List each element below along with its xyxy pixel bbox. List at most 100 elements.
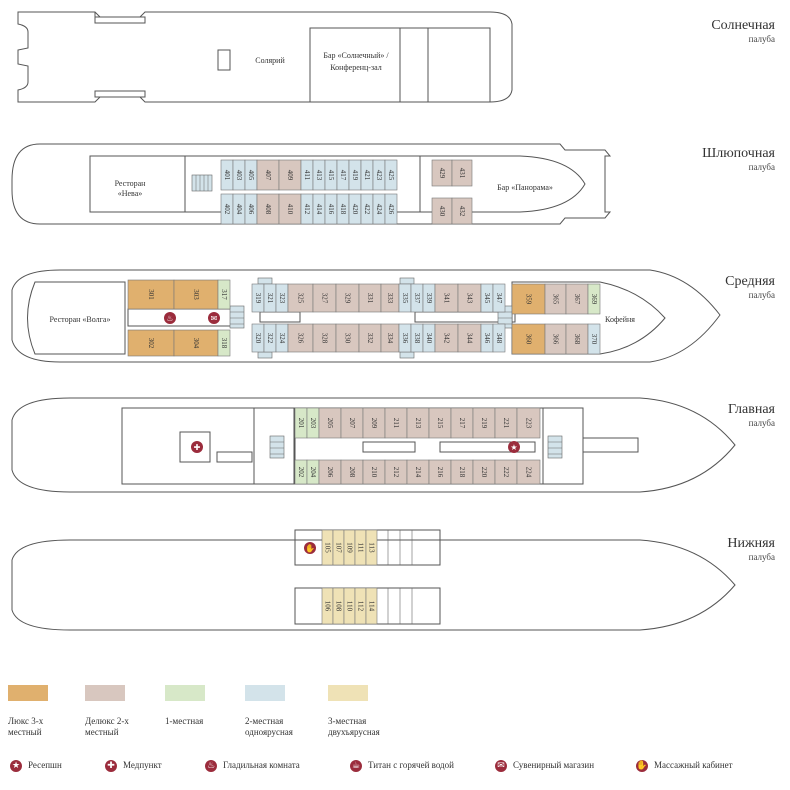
cabin-423[interactable]: 423 (372, 159, 386, 191)
cabin-421[interactable]: 421 (360, 159, 374, 191)
cabin-424[interactable]: 424 (372, 193, 386, 225)
cabin-208[interactable]: 208 (340, 459, 364, 485)
cabin-431[interactable]: 431 (451, 159, 473, 187)
cabin-211[interactable]: 211 (384, 407, 408, 439)
cabin-331[interactable]: 331 (358, 283, 382, 313)
cabin-359[interactable]: 359 (511, 283, 546, 315)
cabin-218[interactable]: 218 (450, 459, 474, 485)
cabin-112[interactable]: 112 (354, 587, 367, 625)
cabin-202[interactable]: 202 (294, 459, 308, 485)
cabin-320[interactable]: 320 (251, 323, 265, 353)
cabin-410[interactable]: 410 (278, 193, 302, 225)
cabin-332[interactable]: 332 (358, 323, 382, 353)
cabin-341[interactable]: 341 (434, 283, 459, 313)
cabin-107[interactable]: 107 (332, 529, 345, 566)
cabin-105[interactable]: 105 (321, 529, 334, 566)
cabin-330[interactable]: 330 (335, 323, 360, 353)
cabin-206[interactable]: 206 (318, 459, 342, 485)
cabin-209[interactable]: 209 (362, 407, 386, 439)
cabin-368[interactable]: 368 (565, 323, 589, 355)
cabin-323[interactable]: 323 (275, 283, 289, 313)
cabin-432[interactable]: 432 (451, 197, 473, 225)
cabin-401[interactable]: 401 (220, 159, 234, 191)
cabin-429[interactable]: 429 (431, 159, 453, 187)
cabin-214[interactable]: 214 (406, 459, 430, 485)
cabin-326[interactable]: 326 (287, 323, 314, 353)
cabin-205[interactable]: 205 (318, 407, 342, 439)
cabin-416[interactable]: 416 (324, 193, 338, 225)
cabin-345[interactable]: 345 (480, 283, 494, 313)
cabin-113[interactable]: 113 (365, 529, 378, 566)
cabin-333[interactable]: 333 (380, 283, 400, 313)
cabin-406[interactable]: 406 (244, 193, 258, 225)
cabin-344[interactable]: 344 (457, 323, 482, 353)
cabin-204[interactable]: 204 (306, 459, 320, 485)
cabin-318[interactable]: 318 (217, 329, 231, 357)
cabin-407[interactable]: 407 (256, 159, 280, 191)
cabin-430[interactable]: 430 (431, 197, 453, 225)
cabin-213[interactable]: 213 (406, 407, 430, 439)
cabin-366[interactable]: 366 (544, 323, 567, 355)
cabin-370[interactable]: 370 (587, 323, 601, 355)
cabin-221[interactable]: 221 (494, 407, 518, 439)
cabin-339[interactable]: 339 (422, 283, 436, 313)
cabin-348[interactable]: 348 (492, 323, 506, 353)
cabin-422[interactable]: 422 (360, 193, 374, 225)
cabin-111[interactable]: 111 (354, 529, 367, 566)
cabin-207[interactable]: 207 (340, 407, 364, 439)
cabin-337[interactable]: 337 (410, 283, 424, 313)
cabin-417[interactable]: 417 (336, 159, 350, 191)
cabin-201[interactable]: 201 (294, 407, 308, 439)
cabin-222[interactable]: 222 (494, 459, 518, 485)
cabin-203[interactable]: 203 (306, 407, 320, 439)
cabin-335[interactable]: 335 (398, 283, 412, 313)
cabin-415[interactable]: 415 (324, 159, 338, 191)
cabin-414[interactable]: 414 (312, 193, 326, 225)
cabin-365[interactable]: 365 (544, 283, 567, 315)
cabin-325[interactable]: 325 (287, 283, 314, 313)
cabin-212[interactable]: 212 (384, 459, 408, 485)
cabin-210[interactable]: 210 (362, 459, 386, 485)
cabin-324[interactable]: 324 (275, 323, 289, 353)
cabin-328[interactable]: 328 (312, 323, 337, 353)
cabin-343[interactable]: 343 (457, 283, 482, 313)
cabin-420[interactable]: 420 (348, 193, 362, 225)
cabin-419[interactable]: 419 (348, 159, 362, 191)
cabin-413[interactable]: 413 (312, 159, 326, 191)
cabin-327[interactable]: 327 (312, 283, 337, 313)
cabin-426[interactable]: 426 (384, 193, 398, 225)
cabin-412[interactable]: 412 (300, 193, 314, 225)
cabin-334[interactable]: 334 (380, 323, 400, 353)
cabin-220[interactable]: 220 (472, 459, 496, 485)
cabin-418[interactable]: 418 (336, 193, 350, 225)
cabin-340[interactable]: 340 (422, 323, 436, 353)
cabin-425[interactable]: 425 (384, 159, 398, 191)
cabin-409[interactable]: 409 (278, 159, 302, 191)
cabin-360[interactable]: 360 (511, 323, 546, 355)
cabin-321[interactable]: 321 (263, 283, 277, 313)
cabin-404[interactable]: 404 (232, 193, 246, 225)
cabin-338[interactable]: 338 (410, 323, 424, 353)
cabin-329[interactable]: 329 (335, 283, 360, 313)
cabin-108[interactable]: 108 (332, 587, 345, 625)
cabin-322[interactable]: 322 (263, 323, 277, 353)
cabin-114[interactable]: 114 (365, 587, 378, 625)
cabin-109[interactable]: 109 (343, 529, 356, 566)
cabin-367[interactable]: 367 (565, 283, 589, 315)
cabin-402[interactable]: 402 (220, 193, 234, 225)
cabin-304[interactable]: 304 (173, 329, 219, 357)
cabin-319[interactable]: 319 (251, 283, 265, 313)
cabin-215[interactable]: 215 (428, 407, 452, 439)
cabin-106[interactable]: 106 (321, 587, 334, 625)
cabin-217[interactable]: 217 (450, 407, 474, 439)
cabin-369[interactable]: 369 (587, 283, 601, 315)
cabin-411[interactable]: 411 (300, 159, 314, 191)
cabin-301[interactable]: 301 (127, 279, 175, 310)
cabin-347[interactable]: 347 (492, 283, 506, 313)
cabin-302[interactable]: 302 (127, 329, 175, 357)
cabin-223[interactable]: 223 (516, 407, 541, 439)
cabin-110[interactable]: 110 (343, 587, 356, 625)
cabin-346[interactable]: 346 (480, 323, 494, 353)
cabin-342[interactable]: 342 (434, 323, 459, 353)
cabin-219[interactable]: 219 (472, 407, 496, 439)
